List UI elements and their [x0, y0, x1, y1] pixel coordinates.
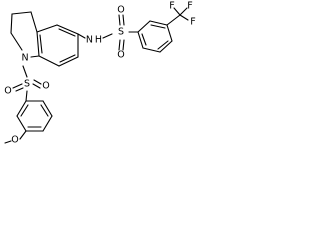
nh-label: N H [86, 35, 102, 46]
sulfonamide-right [77, 14, 139, 51]
fluorine-top-left-label: F [169, 1, 174, 12]
trifluoromethyl-benzene-ring [137, 7, 189, 53]
oxygen-left-2-label: O [42, 81, 49, 92]
fluorine-right-label: F [190, 17, 195, 28]
sulfur-right-label: S [118, 27, 124, 38]
oxygen-right-bottom-label: O [117, 50, 124, 61]
indoline-ring [10, 11, 38, 51]
fluorine-top-right-label: F [187, 1, 192, 12]
ring-nitrogen-label: N [21, 53, 28, 64]
methoxy-oxygen-label: O [11, 135, 18, 146]
chemical-structure: N H S O O F F F N S O O O [4, 1, 195, 146]
oxygen-left-1-label: O [4, 86, 11, 97]
sulfur-left-label: S [24, 79, 30, 90]
methoxyphenyl-ring [4, 100, 53, 144]
indoline-benzene-ring [30, 24, 79, 67]
oxygen-right-top-label: O [117, 5, 124, 16]
sulfonyl-left [12, 65, 42, 102]
